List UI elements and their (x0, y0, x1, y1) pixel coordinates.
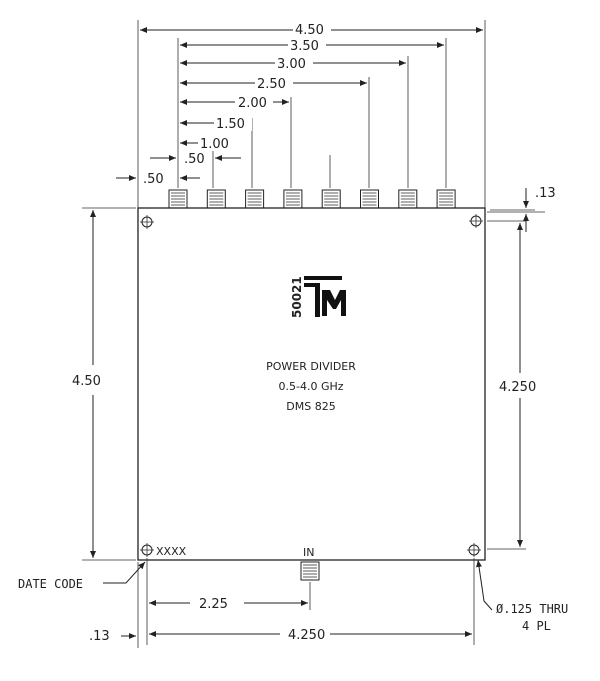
mounting-hole-top-right (469, 214, 483, 228)
bottom-dimensions: 2.25 4.250 .13 (89, 558, 475, 648)
mounting-hole-bottom-left (140, 543, 154, 557)
dim-top-span-150: 1.50 (216, 117, 245, 132)
hole-spec-line2: 4 PL (522, 619, 551, 633)
dim-bottom-input: 2.25 (199, 597, 228, 612)
logo-number: 50021 (290, 276, 304, 318)
product-model: DMS 825 (286, 400, 335, 413)
divider-body (137, 207, 486, 561)
output-connector (245, 189, 265, 209)
product-title: POWER DIVIDER (266, 360, 356, 373)
dim-bottom-overall: 4.250 (288, 628, 325, 643)
output-connector (360, 189, 379, 209)
output-connector (206, 189, 226, 209)
mounting-holes (140, 214, 483, 557)
dim-top-span-200: 2.00 (238, 96, 267, 111)
output-connector (321, 189, 341, 209)
output-connectors (168, 189, 456, 209)
date-code-label: DATE CODE (18, 577, 83, 591)
dim-top-span-100: 1.00 (200, 137, 229, 152)
dim-pitch-left: .50 (143, 172, 164, 187)
body-text: POWER DIVIDER 0.5-4.0 GHz DMS 825 (266, 360, 356, 413)
dim-top-overall: 4.50 (295, 23, 324, 38)
output-connector (436, 189, 456, 209)
dim-top-span-250: 2.50 (257, 77, 286, 92)
input-connector: IN (300, 546, 320, 581)
mounting-hole-top-left (140, 215, 154, 229)
dim-top-right-offset: .13 (535, 186, 556, 201)
logo: 50021 (290, 276, 346, 318)
logo-mark-icon (304, 276, 346, 317)
left-height-dimension: 4.50 (72, 207, 136, 561)
top-right-offset-dimension: .13 (487, 186, 556, 232)
right-height-dimension: 4.250 (487, 220, 536, 550)
hole-spec-line1: Ø.125 THRU (496, 602, 568, 616)
output-connector (283, 189, 303, 209)
dim-left-height: 4.50 (72, 374, 101, 389)
hole-spec-callout: Ø.125 THRU 4 PL (476, 559, 568, 633)
dim-pitch-top: .50 (184, 152, 205, 167)
top-dimension-texts: 4.50 3.50 3.00 2.50 2.00 1.50 1.00 .50 .… (143, 21, 331, 187)
top-extension-lines (137, 20, 486, 208)
output-connector (398, 189, 418, 209)
date-code-callout: DATE CODE (18, 561, 146, 591)
date-code-placeholder: XXXX (156, 545, 187, 558)
dim-bottom-offset-left: .13 (89, 629, 110, 644)
output-connector (168, 189, 188, 209)
dim-right-height: 4.250 (499, 380, 536, 395)
mounting-hole-bottom-right (467, 543, 481, 557)
product-frequency: 0.5-4.0 GHz (278, 380, 343, 393)
dim-top-span-350: 3.50 (290, 39, 319, 54)
input-label: IN (303, 546, 314, 559)
dim-top-span-300: 3.00 (277, 57, 306, 72)
